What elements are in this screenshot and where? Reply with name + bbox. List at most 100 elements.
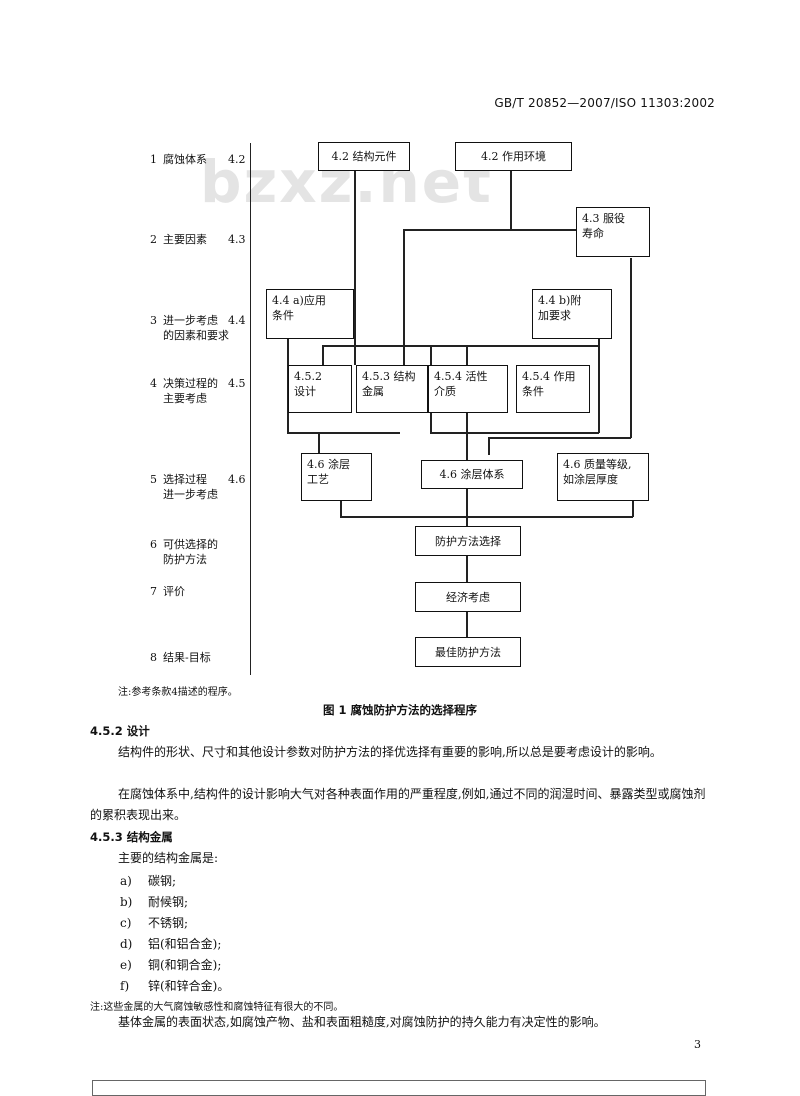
step-label: 主要因素 bbox=[163, 233, 207, 246]
page-number: 3 bbox=[694, 1038, 701, 1051]
step-number: 3 bbox=[150, 314, 157, 327]
step-label: 腐蚀体系 bbox=[163, 153, 207, 166]
paragraph: 基体金属的表面状态,如腐蚀产物、盐和表面粗糙度,对腐蚀防护的持久能力有决定性的影… bbox=[118, 1015, 606, 1029]
box-coating-process: 4.6 涂层 工艺 bbox=[301, 453, 372, 501]
step-number: 4 bbox=[150, 377, 157, 390]
connector-line bbox=[403, 229, 576, 231]
box-operating-conditions: 4.5.4 作用 条件 bbox=[516, 365, 590, 413]
box-text: 4.2 作用环境 bbox=[481, 150, 546, 163]
box-text: 如涂层厚度 bbox=[563, 473, 618, 486]
box-text: 介质 bbox=[434, 385, 456, 398]
box-structural-metal: 4.5.3 结构 金属 bbox=[356, 365, 428, 413]
box-economic-consideration: 经济考虑 bbox=[415, 582, 521, 612]
step-label: 进一步考虑 bbox=[163, 488, 218, 501]
box-text: 经济考虑 bbox=[446, 590, 490, 604]
step-label: 防护方法 bbox=[163, 553, 207, 566]
box-quality-grade: 4.6 质量等级, 如涂层厚度 bbox=[557, 453, 649, 501]
connector-line bbox=[354, 170, 356, 365]
connector-line bbox=[630, 258, 632, 438]
step-label: 选择过程 bbox=[163, 473, 207, 486]
paragraph: 主要的结构金属是: bbox=[118, 851, 219, 865]
paragraph: 在腐蚀体系中,结构件的设计影响大气对各种表面作用的严重程度,例如,通过不同的润湿… bbox=[90, 787, 706, 822]
standard-header: GB/T 20852—2007/ISO 11303:2002 bbox=[494, 96, 715, 110]
connector-line bbox=[340, 500, 342, 517]
list-label: b) bbox=[120, 895, 133, 909]
box-service-life: 4.3 服役 寿命 bbox=[576, 207, 650, 257]
box-text: 4.5.4 作用 bbox=[522, 370, 576, 383]
connector-line bbox=[340, 516, 633, 518]
box-structural-elements: 4.2 结构元件 bbox=[318, 142, 410, 171]
box-text: 工艺 bbox=[307, 473, 329, 486]
connector-line bbox=[322, 345, 599, 347]
section-note: 注:这些金属的大气腐蚀敏感性和腐蚀特征有很大的不同。 bbox=[90, 1002, 344, 1013]
connector-line bbox=[632, 500, 634, 517]
box-text: 4.2 结构元件 bbox=[331, 150, 397, 163]
box-text: 条件 bbox=[522, 385, 544, 398]
step-label: 决策过程的 bbox=[163, 377, 218, 390]
box-text: 条件 bbox=[272, 309, 294, 322]
box-text: 4.4 a)应用 bbox=[272, 294, 326, 307]
box-application-conditions: 4.4 a)应用 条件 bbox=[266, 289, 354, 339]
box-text: 设计 bbox=[294, 385, 316, 398]
connector-line bbox=[322, 345, 324, 365]
box-design: 4.5.2 设计 bbox=[288, 365, 352, 413]
step-label: 可供选择的 bbox=[163, 538, 218, 551]
step-ref: 4.2 bbox=[228, 153, 246, 166]
box-text: 防护方法选择 bbox=[435, 534, 501, 548]
list-item: a) 碳钢; bbox=[120, 872, 176, 889]
connector-line bbox=[510, 170, 512, 230]
step-ref: 4.3 bbox=[228, 233, 246, 246]
step-label: 进一步考虑 bbox=[163, 314, 218, 327]
connector-line bbox=[403, 229, 405, 365]
list-item: b) 耐候钢; bbox=[120, 893, 188, 910]
section-title-4-5-3: 4.5.3 结构金属 bbox=[90, 830, 173, 844]
step-number: 2 bbox=[150, 233, 157, 246]
step-number: 8 bbox=[150, 651, 157, 664]
step-label: 的因素和要求 bbox=[163, 329, 229, 342]
box-additional-requirements: 4.4 b)附 加要求 bbox=[532, 289, 612, 339]
list-item: e) 铜(和铜合金); bbox=[120, 956, 221, 973]
connector-line bbox=[430, 432, 599, 434]
box-best-method: 最佳防护方法 bbox=[415, 637, 521, 667]
connector-line bbox=[488, 437, 631, 439]
step-number: 5 bbox=[150, 473, 157, 486]
list-label: e) bbox=[120, 958, 132, 972]
list-item: c) 不锈钢; bbox=[120, 914, 188, 931]
step-number: 6 bbox=[150, 538, 157, 551]
step-label: 主要考虑 bbox=[163, 392, 207, 405]
box-text: 最佳防护方法 bbox=[435, 645, 501, 659]
box-coating-system: 4.6 涂层体系 bbox=[421, 460, 523, 489]
paragraph: 结构件的形状、尺寸和其他设计参数对防护方法的择优选择有重要的影响,所以总是要考虑… bbox=[118, 745, 662, 759]
box-text: 4.5.4 活性 bbox=[434, 370, 488, 383]
list-text: 不锈钢; bbox=[148, 916, 189, 930]
list-label: c) bbox=[120, 916, 132, 930]
footer-frame bbox=[92, 1080, 706, 1096]
box-text: 4.6 涂层体系 bbox=[439, 468, 505, 481]
connector-line bbox=[466, 611, 468, 638]
box-text: 4.4 b)附 bbox=[538, 294, 582, 307]
box-text: 金属 bbox=[362, 385, 384, 398]
list-label: a) bbox=[120, 874, 132, 888]
step-ref: 4.4 bbox=[228, 314, 246, 327]
connector-line bbox=[318, 432, 320, 453]
list-text: 碳钢; bbox=[148, 874, 177, 888]
section-title-4-5-2: 4.5.2 设计 bbox=[90, 724, 150, 738]
step-divider bbox=[250, 143, 251, 675]
box-environment: 4.2 作用环境 bbox=[455, 142, 572, 171]
connector-line bbox=[488, 437, 490, 455]
list-item: d)铝(和铝合金); bbox=[120, 935, 221, 952]
box-text: 4.6 质量等级, bbox=[563, 458, 632, 471]
step-label: 评价 bbox=[163, 585, 185, 598]
step-label: 结果-目标 bbox=[163, 651, 211, 664]
connector-line bbox=[598, 338, 600, 433]
step-ref: 4.5 bbox=[228, 377, 246, 390]
box-text: 4.5.2 bbox=[294, 370, 322, 383]
connector-line bbox=[287, 432, 400, 434]
box-text: 加要求 bbox=[538, 309, 571, 322]
box-method-selection: 防护方法选择 bbox=[415, 526, 521, 556]
connector-line bbox=[466, 555, 468, 582]
list-item: f)锌(和锌合金)。 bbox=[120, 977, 229, 994]
list-text: 耐候钢; bbox=[148, 895, 189, 909]
list-text: 铜(和铜合金); bbox=[148, 958, 222, 972]
connector-line bbox=[466, 488, 468, 526]
